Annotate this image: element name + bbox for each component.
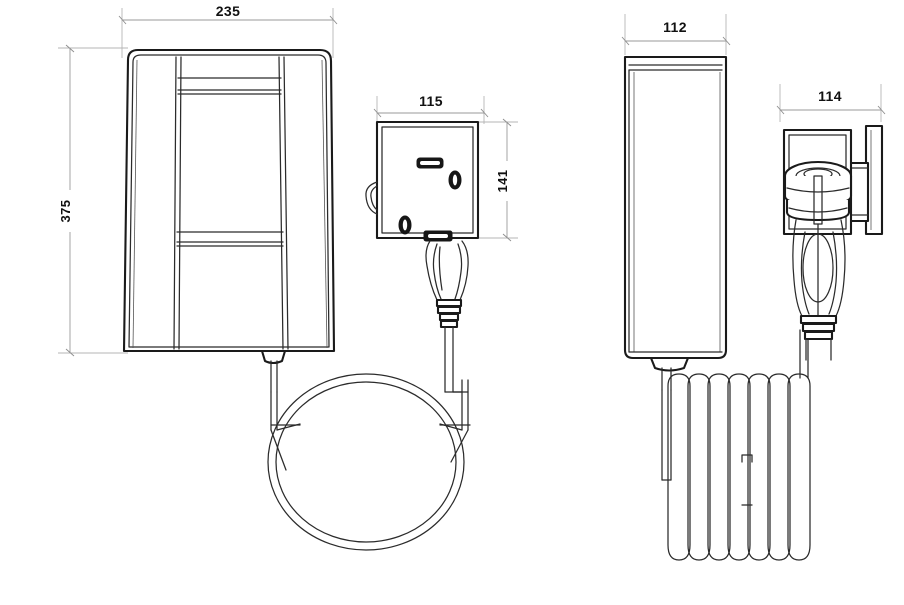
dimension-114: 114: [776, 84, 886, 122]
coiled-hose-circle: [267, 373, 471, 551]
dimension-label-141: 141: [495, 170, 510, 193]
dimension-label-115: 115: [419, 93, 443, 109]
hose-connector-ferrule-front: [260, 349, 287, 393]
dimension-label-375: 375: [58, 200, 73, 223]
spray-gun-body-side: [792, 219, 846, 361]
dimension-label-112: 112: [663, 19, 687, 35]
spray-gun-nozzle-head: [783, 160, 853, 225]
spray-gun-handle-front: [425, 240, 469, 393]
dimension-label-235: 235: [216, 3, 241, 19]
side-housing-outline: [623, 55, 728, 360]
dimension-115: 115: [373, 93, 489, 124]
front-view-control-panel: 115 141: [365, 93, 518, 393]
panel-slot: [416, 157, 444, 169]
hose-connector-ferrule-side: [649, 356, 690, 481]
dimension-235: 235: [118, 3, 338, 58]
dimension-141: 141: [478, 118, 518, 242]
panel-port-lower: [398, 215, 412, 235]
main-housing-outline: [122, 48, 336, 353]
panel-hook-clip: [365, 181, 378, 215]
panel-port-upper: [448, 170, 462, 190]
control-panel-body: [375, 120, 480, 240]
side-view-main-unit: 112: [621, 14, 811, 561]
side-view-spray-gun-bracket: 114: [776, 84, 886, 361]
panel-bottom-connector: [423, 230, 453, 242]
front-view-main-unit: 235 375: [58, 3, 471, 551]
dimension-112: 112: [621, 14, 731, 55]
coiled-hose-spiral: [667, 329, 811, 561]
dimension-375: 375: [58, 44, 128, 357]
dimension-label-114: 114: [818, 88, 842, 104]
wall-mount-bracket: [845, 124, 884, 236]
